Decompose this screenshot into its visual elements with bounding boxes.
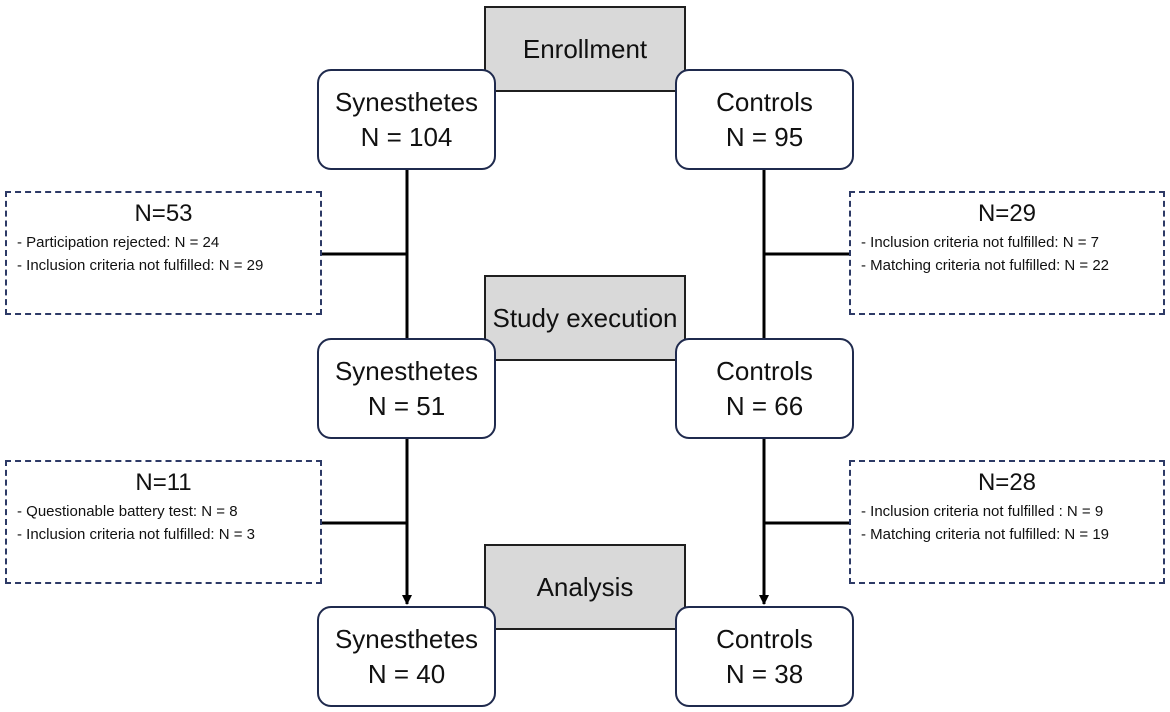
exclusion-reason: - Inclusion criteria not fulfilled : N =… bbox=[861, 503, 1104, 520]
group-count: N = 38 bbox=[725, 658, 804, 689]
stage-analysis-label: Analysis bbox=[536, 571, 634, 602]
exclusion-reason: - Inclusion criteria not fulfilled: N = … bbox=[861, 234, 1100, 251]
controls-study-box: Controls N = 66 bbox=[675, 338, 854, 439]
group-count: N = 51 bbox=[367, 390, 446, 421]
exclusion-count: N=11 bbox=[135, 469, 192, 496]
exclusion-reason: - Matching criteria not fulfilled: N = 1… bbox=[861, 526, 1110, 543]
stage-enrollment-label: Enrollment bbox=[522, 33, 648, 64]
exclusion-count: N=53 bbox=[134, 200, 193, 227]
group-count: N = 104 bbox=[360, 121, 453, 152]
controls-exclusion-box-2: N=28 - Inclusion criteria not fulfilled … bbox=[849, 460, 1165, 584]
group-count: N = 40 bbox=[367, 658, 446, 689]
exclusion-reason: - Inclusion criteria not fulfilled: N = … bbox=[17, 257, 264, 274]
group-count: N = 95 bbox=[725, 121, 804, 152]
group-label: Synesthetes bbox=[334, 86, 479, 117]
group-label: Controls bbox=[716, 355, 813, 386]
synesthetes-analysis-box: Synesthetes N = 40 bbox=[317, 606, 496, 707]
group-count: N = 66 bbox=[725, 390, 804, 421]
exclusion-reason: - Questionable battery test: N = 8 bbox=[17, 503, 238, 520]
synesthetes-study-box: Synesthetes N = 51 bbox=[317, 338, 496, 439]
controls-analysis-box: Controls N = 38 bbox=[675, 606, 854, 707]
stage-study-execution-label: Study execution bbox=[492, 302, 678, 333]
exclusion-reason: - Matching criteria not fulfilled: N = 2… bbox=[861, 257, 1110, 274]
synesthetes-enrollment-box: Synesthetes N = 104 bbox=[317, 69, 496, 170]
stage-enrollment: Enrollment bbox=[484, 6, 686, 92]
stage-analysis: Analysis bbox=[484, 544, 686, 630]
exclusion-reason: - Inclusion criteria not fulfilled: N = … bbox=[17, 526, 256, 543]
synesthetes-exclusion-box-1: N=53 - Participation rejected: N = 24 - … bbox=[5, 191, 322, 315]
group-label: Controls bbox=[716, 623, 813, 654]
group-label: Controls bbox=[716, 86, 813, 117]
exclusion-reason: - Participation rejected: N = 24 bbox=[17, 234, 220, 251]
stage-study-execution: Study execution bbox=[484, 275, 686, 361]
controls-exclusion-box-1: N=29 - Inclusion criteria not fulfilled:… bbox=[849, 191, 1165, 315]
group-label: Synesthetes bbox=[334, 355, 479, 386]
group-label: Synesthetes bbox=[334, 623, 479, 654]
exclusion-count: N=28 bbox=[977, 469, 1037, 496]
controls-enrollment-box: Controls N = 95 bbox=[675, 69, 854, 170]
exclusion-count: N=29 bbox=[977, 200, 1037, 227]
synesthetes-exclusion-box-2: N=11 - Questionable battery test: N = 8 … bbox=[5, 460, 322, 584]
